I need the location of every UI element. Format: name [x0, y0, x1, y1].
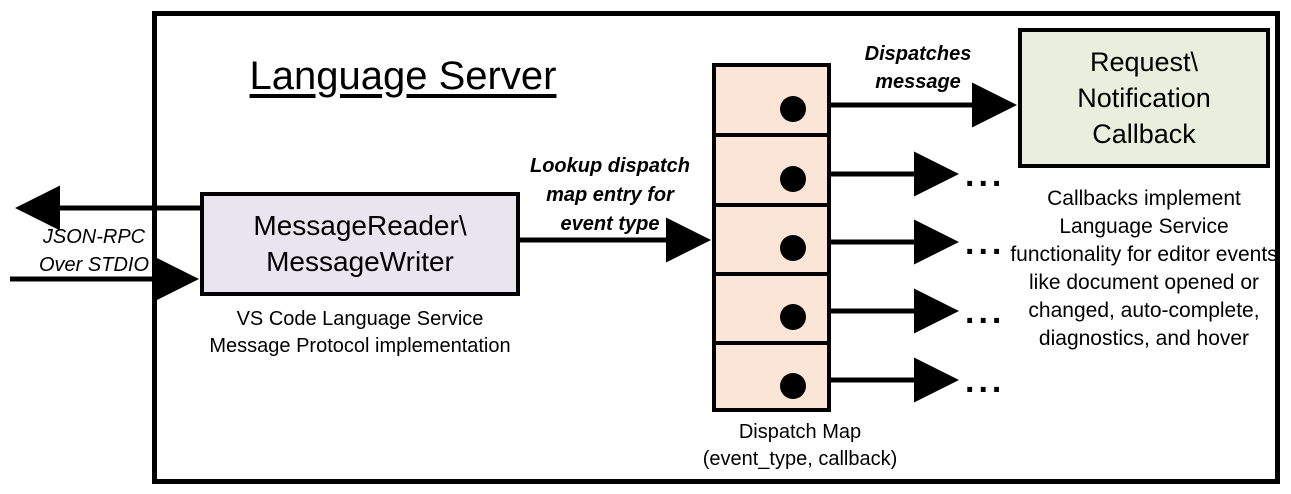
dispatch-map-row-3[interactable]: [716, 206, 827, 276]
ellipsis-row-4: ...: [965, 293, 1006, 331]
callback-line-request: Request\: [1089, 47, 1199, 77]
dispatch-map-row-5[interactable]: [716, 344, 827, 414]
dispatch-dot-5: [780, 373, 806, 399]
dispatch-map-table[interactable]: [712, 63, 831, 412]
request-notification-callback-box[interactable]: Request\ Notification Callback: [1018, 28, 1270, 168]
message-reader-writer-box[interactable]: MessageReader\ MessageWriter: [200, 192, 520, 296]
dispatch-dot-1: [780, 96, 806, 122]
ellipsis-row-3: ...: [965, 224, 1006, 262]
jsonrpc-over-stdio-label: JSON-RPC Over STDIO: [38, 226, 149, 276]
message-reader-writer-caption: VS Code Language Service Message Protoco…: [209, 308, 511, 357]
dispatch-dot-4: [780, 304, 806, 330]
message-reader-label: MessageReader\: [253, 210, 467, 241]
language-server-container: [152, 11, 1280, 484]
callbacks-description: Callbacks implement Language Service fun…: [1010, 187, 1278, 350]
dispatch-dot-3: [780, 235, 806, 261]
dispatch-dot-2: [780, 166, 806, 192]
ellipsis-row-5: ...: [965, 362, 1006, 400]
lookup-dispatch-label: Lookup dispatch map entry for event type: [530, 155, 690, 235]
callback-line-notification: Notification: [1077, 83, 1211, 113]
ellipsis-row-2: ...: [965, 156, 1006, 194]
dispatches-message-label: Dispatches message: [864, 43, 972, 93]
page-title: Language Server: [249, 54, 557, 98]
message-writer-label: MessageWriter: [266, 246, 454, 277]
dispatch-map-row-2[interactable]: [716, 137, 827, 207]
dispatch-map-caption: Dispatch Map (event_type, callback): [702, 421, 898, 470]
callback-line-callback: Callback: [1092, 119, 1196, 149]
dispatch-map-row-4[interactable]: [716, 275, 827, 345]
dispatch-map-row-1[interactable]: [716, 67, 827, 137]
